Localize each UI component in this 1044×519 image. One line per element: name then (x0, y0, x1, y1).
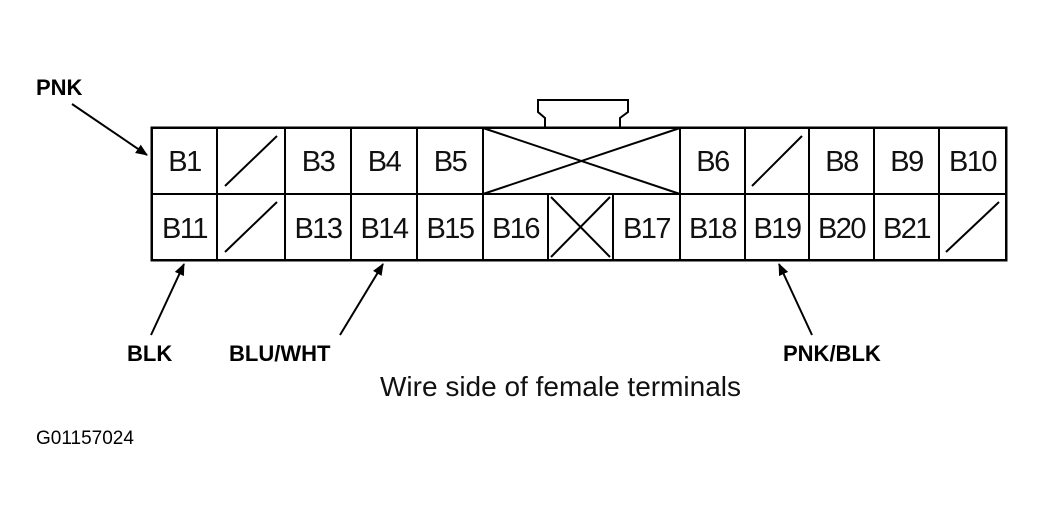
terminal-label: B20 (818, 213, 865, 245)
wire-color-label-pnk: PNK (36, 75, 83, 100)
top-row: B1 B3 B4 B5 B6 B8 B9 B10 (151, 127, 1007, 195)
figure-id: G01157024 (36, 428, 134, 449)
terminal-label: B19 (753, 213, 800, 245)
unused-terminal-slash (224, 135, 278, 187)
terminal-label: B11 (162, 213, 207, 245)
terminal-label: B14 (360, 213, 408, 245)
terminal-label: B15 (426, 213, 473, 245)
terminal-label: B9 (890, 146, 923, 178)
terminal-label: B10 (949, 146, 996, 178)
connector-lock-tab (537, 99, 629, 128)
terminal-label: B6 (696, 146, 729, 178)
terminal-label: B3 (302, 146, 335, 178)
terminal-cell (284, 127, 352, 195)
terminal-label: B5 (434, 146, 467, 178)
terminal-cell (808, 193, 875, 261)
arrow-pnk (71, 103, 148, 156)
terminal-cell (151, 127, 218, 195)
blocked-cross-line (550, 196, 611, 258)
terminal-cell (416, 193, 484, 261)
terminal-label: B1 (168, 146, 201, 178)
arrow-blu-wht (339, 263, 384, 336)
unused-terminal-slash (945, 201, 1000, 253)
arrow-blk (150, 263, 185, 336)
bottom-row: B11 B13 B14 B15 B16 B17 B18 B19 B20 B21 (151, 193, 1007, 261)
terminal-cell (744, 193, 810, 261)
terminal-cell (350, 127, 418, 195)
wire-color-label-pnk-blk: PNK/BLK (783, 341, 881, 366)
terminal-label: B18 (689, 213, 736, 245)
terminal-cell (679, 193, 746, 261)
terminal-cell (873, 193, 940, 261)
wire-color-label-blk: BLK (127, 341, 172, 366)
terminal-label: B16 (492, 213, 539, 245)
unused-terminal-slash (224, 201, 278, 253)
terminal-cell (350, 193, 418, 261)
diagram-caption: Wire side of female terminals (380, 371, 741, 402)
terminal-label: B4 (368, 146, 402, 178)
terminal-label: B8 (825, 146, 858, 178)
terminal-cell (284, 193, 352, 261)
arrow-pnk-blk (778, 263, 813, 336)
terminal-cell (873, 127, 940, 195)
unused-terminal-slash (751, 135, 803, 187)
terminal-cell (938, 127, 1007, 195)
wire-color-label-blu-wht: BLU/WHT (229, 341, 331, 366)
terminal-label: B13 (294, 213, 341, 245)
terminal-label: B21 (883, 213, 930, 245)
terminal-cell (612, 193, 681, 261)
blocked-cross-line (482, 127, 681, 195)
terminal-label: B17 (623, 213, 670, 245)
terminal-cell (482, 193, 549, 261)
